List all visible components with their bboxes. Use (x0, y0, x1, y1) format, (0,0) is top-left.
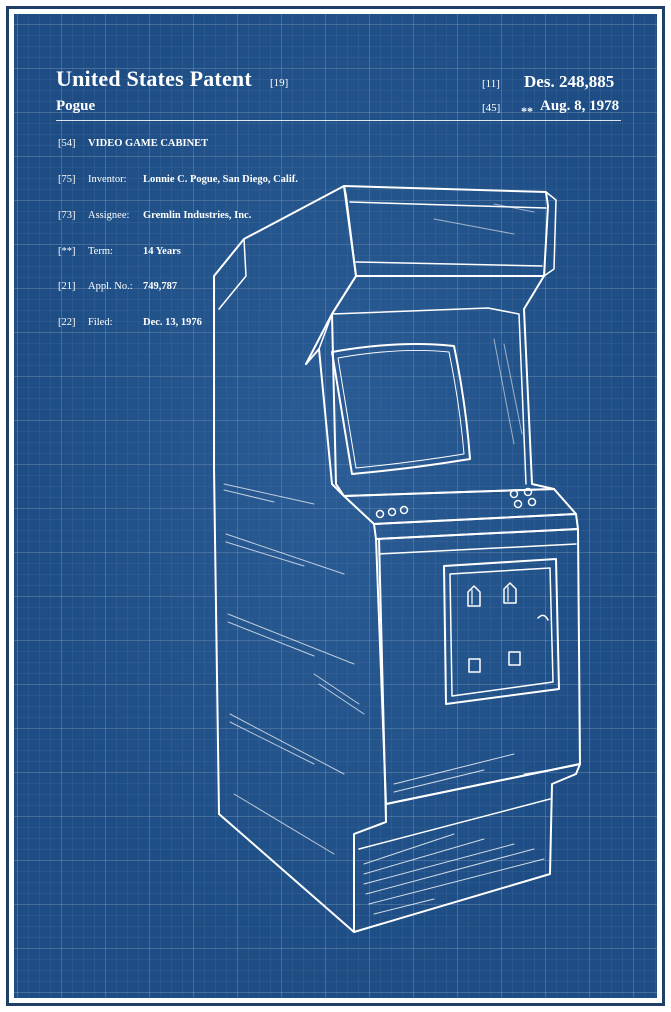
cabinet-marquee (343, 185, 549, 277)
button-icon (399, 505, 409, 515)
field-value: Gremlin Industries, Inc. (143, 210, 252, 221)
screen-bezel-inner (318, 307, 527, 485)
coin-return-icon (508, 651, 521, 666)
patent-title: United States Patent (56, 66, 252, 91)
field-code: [**] (58, 246, 76, 257)
crt-screen-inner (337, 349, 465, 469)
arcade-cabinet-drawing (213, 185, 581, 933)
date-marker: ** (521, 104, 533, 118)
button-icon (387, 507, 397, 517)
title-code: [19] (270, 77, 289, 89)
button-icon (513, 499, 523, 509)
kick-plate-edge (353, 803, 387, 835)
screen-bezel (331, 275, 555, 497)
button-icon (523, 487, 533, 497)
field-code: [54] (58, 138, 76, 149)
bezel-left-edge (305, 348, 345, 497)
screen-shading (433, 203, 535, 445)
button-icon (375, 509, 385, 519)
header-divider (56, 120, 621, 121)
field-value: Lonnie C. Pogue, San Diego, Calif. (143, 174, 298, 185)
coin-door-inner (449, 567, 554, 697)
marquee-right-face (543, 191, 557, 277)
patent-number: Des. 248,885 (524, 72, 615, 91)
inventor-surname: Pogue (56, 98, 96, 114)
marquee-bottom-line (355, 261, 543, 267)
field-value: Dec. 13, 1976 (143, 317, 202, 328)
patent-number-code: [11] (482, 78, 500, 90)
field-code: [22] (58, 317, 76, 328)
date-code: [45] (482, 102, 501, 114)
coin-return-icon (468, 658, 481, 673)
field-label: Inventor: (88, 174, 127, 185)
field-value: 14 Years (143, 246, 181, 257)
side-panel-shading (223, 483, 365, 855)
field-label: Assignee: (88, 210, 130, 221)
control-panel-front (373, 513, 579, 540)
lock-icon (537, 614, 549, 621)
kick-plate (353, 763, 581, 933)
button-icon (509, 489, 519, 499)
field-value: 749,787 (143, 281, 178, 292)
field-code: [75] (58, 174, 76, 185)
field-label: Filed: (88, 317, 113, 328)
field-code: [21] (58, 281, 76, 292)
kick-plate-front (358, 798, 551, 850)
field-value: VIDEO GAME CABINET (88, 138, 209, 149)
button-icon (527, 497, 537, 507)
patent-date: Aug. 8, 1978 (540, 98, 620, 114)
crt-screen (331, 343, 471, 475)
coin-slot-icon (467, 585, 481, 607)
field-label: Term: (88, 246, 113, 257)
cabinet-side-edge (218, 238, 247, 310)
field-label: Appl. No.: (88, 281, 133, 292)
blueprint-poster: United States Patent [19] Pogue [11] Des… (14, 14, 657, 998)
cabinet-front-inner (378, 543, 577, 555)
kick-plate-shading (363, 753, 575, 915)
field-code: [73] (58, 210, 76, 221)
coin-slot-icon (503, 582, 517, 604)
marquee-inner-line (349, 201, 547, 209)
coin-door (443, 558, 560, 705)
